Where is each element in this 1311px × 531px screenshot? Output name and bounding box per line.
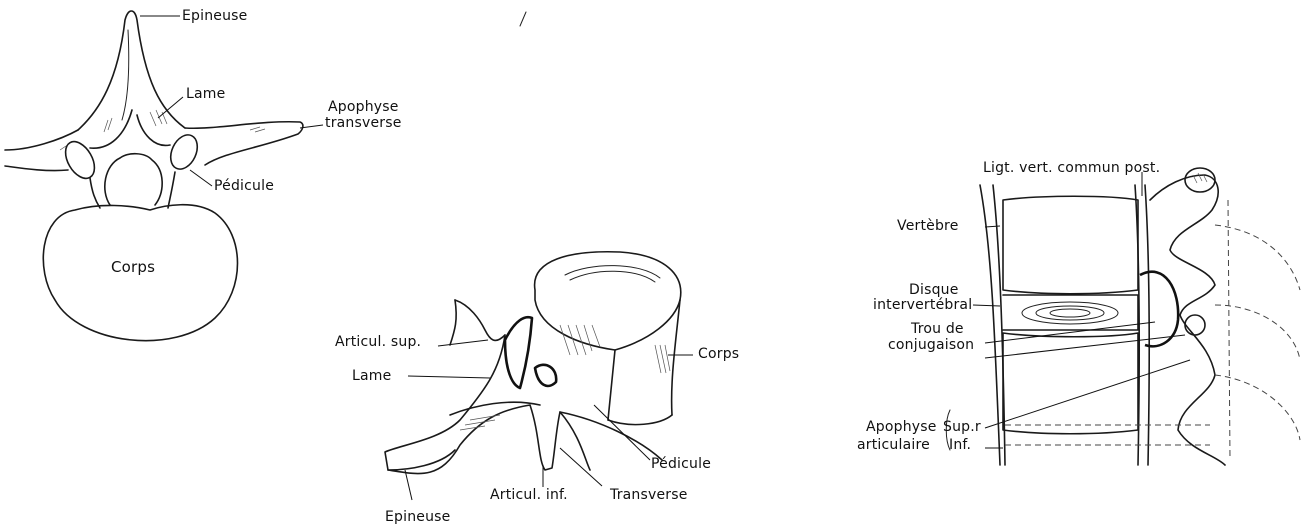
fig2-body-top <box>535 252 681 350</box>
fig1-label-corps: Corps <box>111 259 155 275</box>
fig3-label-vertebre: Vertèbre <box>897 218 959 234</box>
fig2-label-lame: Lame <box>352 368 391 384</box>
fig2-label-pedicule: Pédicule <box>651 456 711 472</box>
fig3-label-inf: Inf. <box>949 437 971 453</box>
fig3-label-articulaire: articulaire <box>857 437 930 453</box>
fig2-label-epineuse: Epineuse <box>385 509 451 525</box>
fig1-vertebral-foramen <box>105 154 162 205</box>
fig1-label-lame: Lame <box>186 86 225 102</box>
fig3-intervertebral-foramen <box>1140 272 1178 347</box>
fig1-label-transverse: transverse <box>325 115 402 131</box>
figure2-vertebra-oblique-view <box>385 252 693 500</box>
fig3-label-conjugaison: conjugaison <box>888 337 974 353</box>
fig3-label-sup: Sup.r <box>943 419 981 435</box>
fig1-label-epineuse: Epineuse <box>182 8 248 24</box>
fig1-label-apophyse: Apophyse <box>328 99 399 115</box>
fig1-right-transverse <box>185 122 303 165</box>
fig2-articular-surface <box>505 317 532 388</box>
figure1-vertebra-top-view <box>5 11 323 341</box>
fig2-label-articul-inf: Articul. inf. <box>490 487 568 503</box>
fig2-label-corps: Corps <box>698 346 739 362</box>
fig2-label-transverse: Transverse <box>610 487 688 503</box>
fig3-label-intervertebral: intervertébral <box>873 297 972 313</box>
figure3-spine-lateral-section <box>946 168 1300 465</box>
fig3-label-disque: Disque <box>909 282 959 298</box>
fig3-label-trou: Trou de <box>911 321 964 337</box>
fig3-upper-vertebra <box>1003 196 1138 294</box>
fig3-label-ligament: Ligt. vert. commun post. <box>983 160 1160 176</box>
fig2-label-articul-sup: Articul. sup. <box>335 334 421 350</box>
fig1-label-pedicule: Pédicule <box>214 178 274 194</box>
fig3-label-apophyse: Apophyse <box>866 419 937 435</box>
